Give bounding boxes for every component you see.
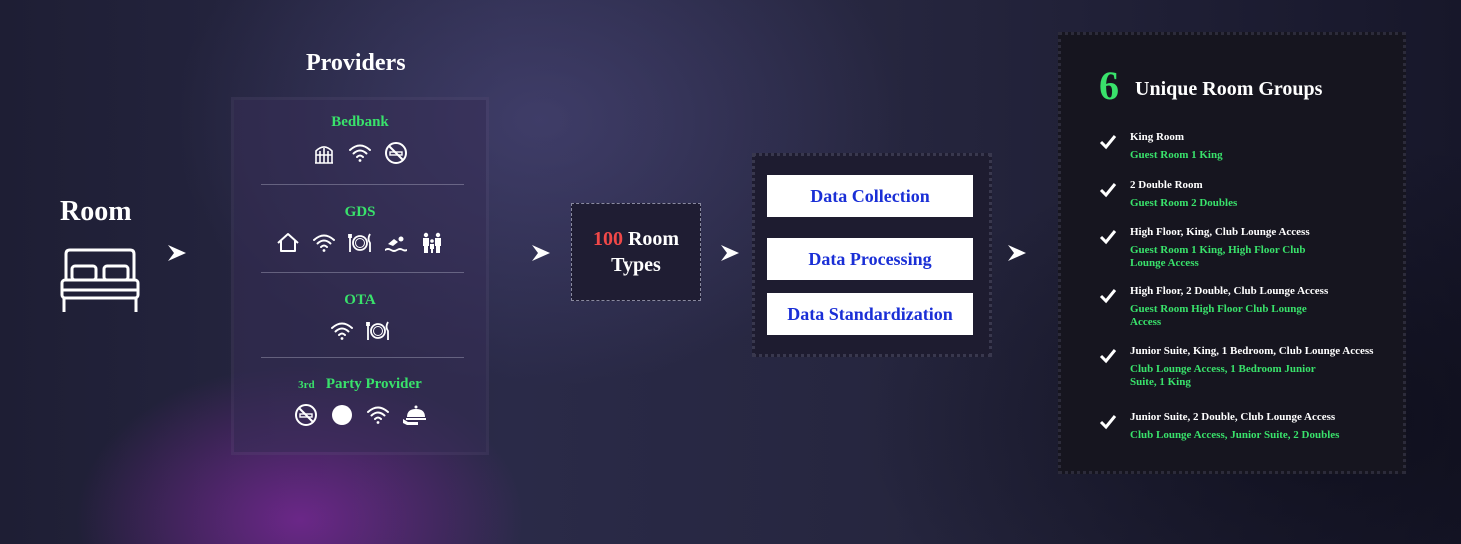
wifi-icon: [313, 234, 335, 252]
wifi-icon: [349, 144, 371, 162]
group-sub: Club Lounge Access, 1 Bedroom Junior Sui…: [1130, 363, 1316, 388]
room-title: Room: [60, 196, 132, 227]
arrow-icon: [1008, 245, 1026, 261]
room-service-icon: [403, 405, 426, 425]
provider-gds: GDS: [234, 204, 486, 255]
swimming-icon: [385, 236, 407, 252]
data-standardization-step: Data Standardization: [767, 293, 973, 335]
room-types-count: 100: [592, 228, 623, 250]
provider-ota: OTA: [234, 292, 486, 343]
group-name: Junior Suite, 2 Double, Club Lounge Acce…: [1130, 411, 1336, 423]
provider-name: 3rd Party Provider: [234, 376, 486, 393]
group-name: 2 Double Room: [1130, 179, 1203, 191]
no-smoking-icon: [385, 142, 407, 164]
room-groups-panel: 6 Unique Room Groups King Room Guest Roo…: [1058, 32, 1406, 474]
groups-count: 6: [1099, 63, 1119, 108]
provider-third-party: 3rd Party Provider: [234, 376, 486, 427]
provider-name-text: Party Provider: [325, 376, 422, 392]
arrow-icon: [532, 245, 550, 261]
circle-icon: [332, 405, 352, 425]
group-sub: Guest Room 1 King: [1130, 149, 1223, 161]
group-sub: Guest Room 2 Doubles: [1130, 197, 1238, 209]
room-types-box: 100 Room Types: [571, 203, 701, 301]
provider-name: OTA: [344, 292, 376, 308]
provider-bedbank: Bedbank: [234, 114, 486, 165]
data-process-panel: Data Collection Data Processing Data Sta…: [752, 153, 992, 357]
dining-icon: [348, 233, 371, 252]
check-icon: [1099, 349, 1117, 364]
arrow-icon: [721, 245, 739, 261]
dining-icon: [366, 321, 389, 340]
bed-icon: [60, 248, 140, 312]
room-types-label-1: Room: [627, 228, 680, 250]
providers-panel: Bedbank GDS OTA 3rd Party Provider: [234, 100, 486, 452]
arrow-icon: [168, 245, 186, 261]
check-icon: [1099, 230, 1117, 245]
group-sub: Guest Room 1 King, High Floor Club Loung…: [1130, 244, 1306, 269]
provider-name: GDS: [344, 204, 376, 220]
check-icon: [1099, 289, 1117, 304]
check-icon: [1099, 415, 1117, 430]
check-icon: [1099, 135, 1117, 150]
groups-title: Unique Room Groups: [1135, 78, 1323, 100]
group-name: High Floor, King, Club Lounge Access: [1130, 226, 1310, 238]
provider-name: Bedbank: [331, 114, 389, 130]
gate-icon: [315, 146, 333, 164]
family-icon: [423, 232, 441, 253]
data-processing-step: Data Processing: [767, 238, 973, 280]
group-name: High Floor, 2 Double, Club Lounge Access: [1130, 285, 1329, 297]
home-icon: [277, 233, 299, 252]
room-types-label-2: Types: [611, 254, 661, 276]
wifi-icon: [331, 322, 353, 340]
group-name: Junior Suite, King, 1 Bedroom, Club Loun…: [1130, 345, 1374, 357]
data-collection-step: Data Collection: [767, 175, 973, 217]
wifi-icon: [367, 406, 389, 424]
provider-name-sup: 3rd: [298, 379, 315, 391]
group-sub: Guest Room High Floor Club Lounge Access: [1130, 303, 1307, 328]
group-sub: Club Lounge Access, Junior Suite, 2 Doub…: [1130, 429, 1340, 441]
providers-title: Providers: [306, 50, 406, 76]
group-name: King Room: [1130, 131, 1185, 143]
check-icon: [1099, 183, 1117, 198]
no-smoking-icon: [295, 404, 317, 426]
